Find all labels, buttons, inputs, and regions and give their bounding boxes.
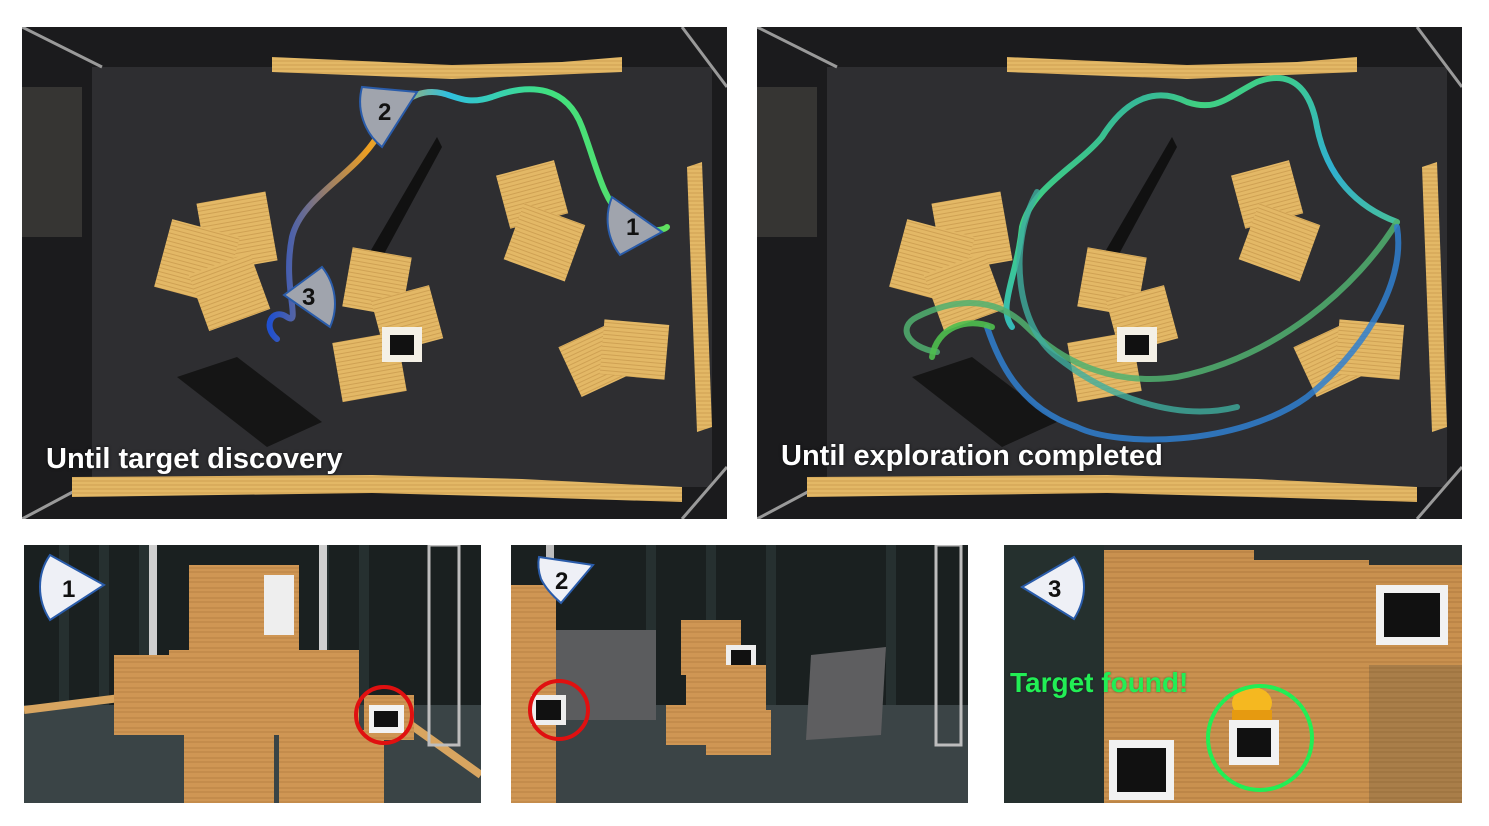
wall-top [1007, 57, 1357, 79]
robot-trajectory [266, 86, 670, 342]
wall-right [1422, 162, 1447, 432]
camera-frame: 2 [511, 545, 968, 803]
camera-frame: 3 [1004, 545, 1462, 803]
svg-text:1: 1 [626, 214, 639, 241]
caption-exploration-completed: Until exploration completed [781, 440, 1163, 472]
screen-panel [551, 630, 656, 720]
target-object [1232, 687, 1272, 720]
wall-bottom [807, 475, 1417, 502]
overhead-map-target-discovery: 1 2 3 Until target discovery [22, 27, 727, 519]
box-cluster-left [154, 191, 278, 332]
onboard-view-2: 2 [511, 545, 968, 803]
marker-2: 2 [359, 85, 419, 149]
robot-trajectory-full [903, 75, 1402, 443]
detection-circle [528, 679, 590, 741]
box-stack [114, 565, 414, 803]
onboard-view-1: 1 [24, 545, 481, 803]
view-marker-2: 2 [537, 555, 595, 605]
marker-1: 1 [606, 195, 664, 257]
wall-top [272, 57, 622, 79]
view-marker-1: 1 [38, 553, 106, 622]
overhead-scene: 1 2 3 [22, 27, 727, 519]
box-cluster-upper [496, 160, 586, 282]
target-circle [1206, 684, 1314, 792]
svg-text:1: 1 [62, 576, 75, 603]
camera-frame: 1 [24, 545, 481, 803]
view-marker-3: 3 [1020, 555, 1086, 621]
panel-floor [177, 357, 322, 447]
target-found-label: Target found! [1010, 667, 1189, 698]
svg-text:3: 3 [302, 284, 315, 311]
wall-right [687, 162, 712, 432]
marker-3: 3 [282, 265, 336, 329]
box-cluster-right [558, 319, 670, 398]
onboard-view-3: 3 Target found! [1004, 545, 1462, 803]
detection-circle [354, 685, 414, 745]
panel-divider [367, 137, 442, 267]
box-stack [666, 620, 771, 755]
svg-text:3: 3 [1048, 576, 1061, 603]
caption-target-discovery: Until target discovery [46, 443, 343, 475]
overhead-map-exploration-completed: Until exploration completed [757, 27, 1462, 519]
box-clusters [889, 160, 1405, 403]
svg-text:2: 2 [555, 568, 568, 595]
svg-text:2: 2 [378, 99, 391, 126]
overhead-scene [757, 27, 1462, 519]
wall-bottom [72, 475, 682, 502]
box-cluster-center [332, 247, 444, 403]
